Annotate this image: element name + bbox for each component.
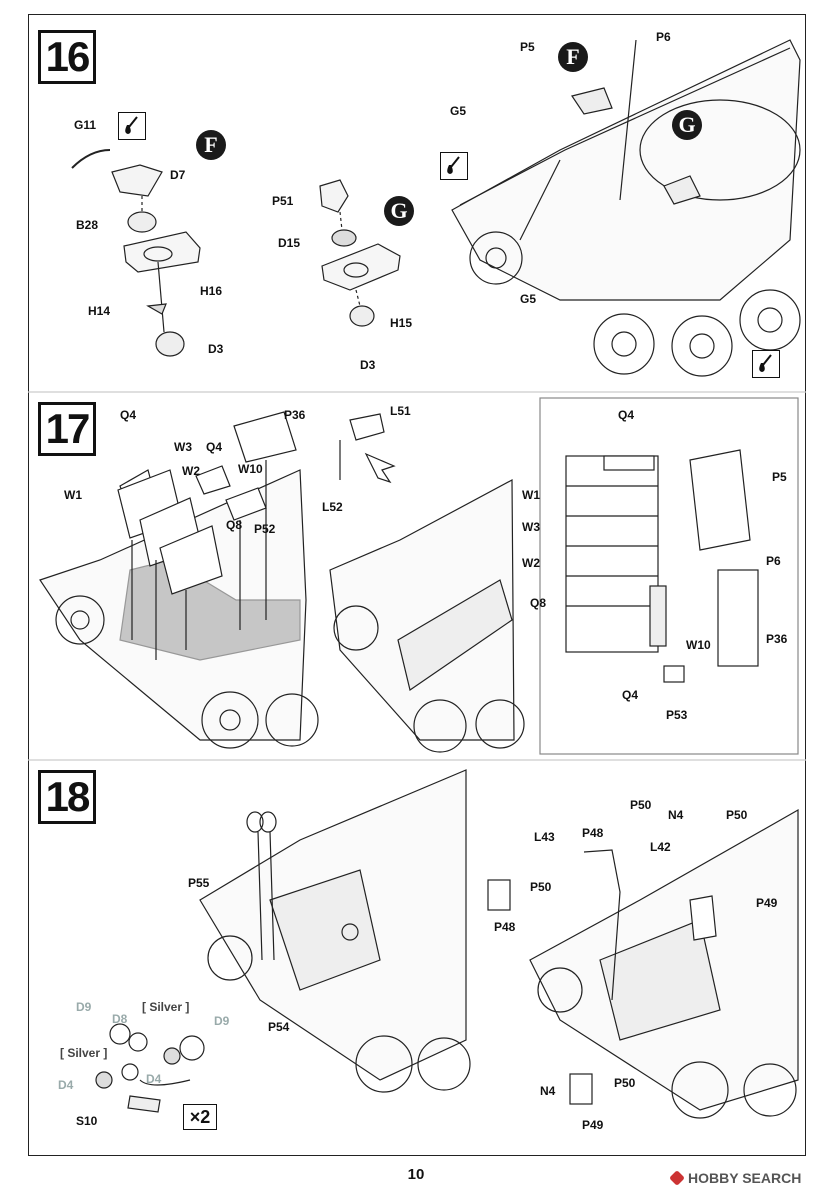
- part-label: H16: [200, 284, 223, 298]
- part-label: Q4: [622, 688, 639, 702]
- marker-f: F: [558, 42, 588, 72]
- part-label: W3: [522, 520, 540, 534]
- part-label: D15: [278, 236, 301, 250]
- part-label: D4: [146, 1072, 162, 1086]
- part-label: P36: [766, 632, 788, 646]
- part-label: N4: [540, 1084, 556, 1098]
- step-17-number: 17: [38, 402, 96, 456]
- part-label: P49: [756, 896, 778, 910]
- part-label: P50: [614, 1076, 636, 1090]
- color-callout: [ Silver ]: [142, 1000, 190, 1014]
- quantity-multiplier: ×2: [183, 1104, 217, 1130]
- part-label: W1: [522, 488, 540, 502]
- cement-icon: [440, 152, 468, 180]
- part-label: W10: [686, 638, 711, 652]
- page-number: 10: [407, 1166, 425, 1183]
- part-label: D4: [58, 1078, 74, 1092]
- part-label: D3: [360, 358, 376, 372]
- part-label: H14: [88, 304, 111, 318]
- page-frame: [28, 14, 806, 1156]
- part-label: G11: [74, 118, 97, 132]
- part-label: W3: [174, 440, 192, 454]
- part-label: P5: [520, 40, 535, 54]
- part-label: D9: [76, 1000, 92, 1014]
- part-label: D8: [112, 1012, 128, 1026]
- part-label: P54: [268, 1020, 290, 1034]
- part-label: Q8: [226, 518, 243, 532]
- part-label: P50: [530, 880, 552, 894]
- marker-g: G: [672, 110, 702, 140]
- part-label: P48: [582, 826, 604, 840]
- part-label: W2: [182, 464, 200, 478]
- step-16-number: 16: [38, 30, 96, 84]
- marker-f: F: [196, 130, 226, 160]
- marker-g: G: [384, 196, 414, 226]
- part-label: P49: [582, 1118, 604, 1132]
- part-label: Q4: [618, 408, 635, 422]
- part-label: Q4: [120, 408, 137, 422]
- part-label: P53: [666, 708, 688, 722]
- watermark: HOBBY SEARCH: [669, 1170, 801, 1186]
- part-label: D9: [214, 1014, 230, 1028]
- part-label: L51: [390, 404, 411, 418]
- part-label: P36: [284, 408, 306, 422]
- cement-icon: [752, 350, 780, 378]
- part-label: W2: [522, 556, 540, 570]
- cement-icon: [118, 112, 146, 140]
- part-label: W10: [238, 462, 263, 476]
- color-callout: [ Silver ]: [60, 1046, 108, 1060]
- part-label: L42: [650, 840, 671, 854]
- part-label: L52: [322, 500, 343, 514]
- watermark-logo-icon: [669, 1170, 685, 1186]
- part-label: P55: [188, 876, 210, 890]
- part-label: Q8: [530, 596, 547, 610]
- part-label: N4: [668, 808, 684, 822]
- part-label: P48: [494, 920, 516, 934]
- part-label: L43: [534, 830, 555, 844]
- part-label: B28: [76, 218, 99, 232]
- part-label: P6: [766, 554, 781, 568]
- part-label: P51: [272, 194, 294, 208]
- part-label: P6: [656, 30, 671, 44]
- part-label: G5: [520, 292, 537, 306]
- part-label: P50: [630, 798, 652, 812]
- step-18-number: 18: [38, 770, 96, 824]
- part-label: S10: [76, 1114, 98, 1128]
- part-label: D3: [208, 342, 224, 356]
- part-label: P50: [726, 808, 748, 822]
- part-label: G5: [450, 104, 467, 118]
- part-label: D7: [170, 168, 186, 182]
- part-label: P5: [772, 470, 787, 484]
- part-label: P52: [254, 522, 276, 536]
- part-label: W1: [64, 488, 82, 502]
- part-label: Q4: [206, 440, 223, 454]
- part-label: H15: [390, 316, 413, 330]
